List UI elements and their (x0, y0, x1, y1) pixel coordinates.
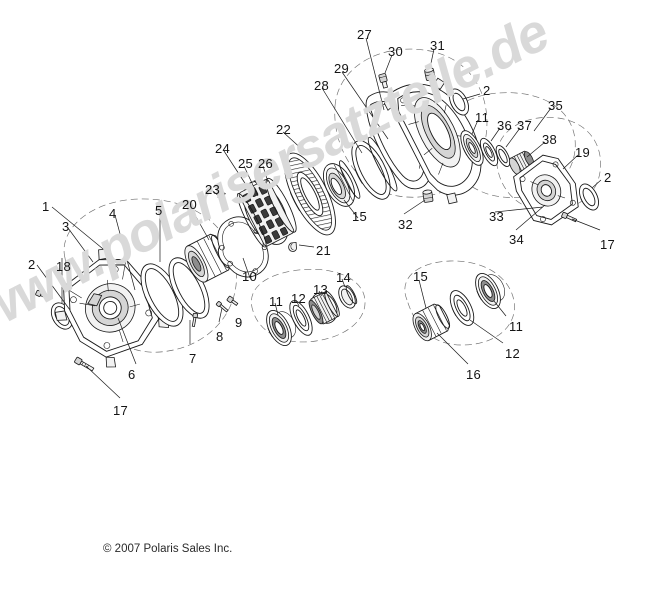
main-gearcase-housing (365, 67, 484, 205)
center-drive-parts (184, 136, 398, 283)
callout-1: 1 (42, 199, 50, 214)
callout-7: 7 (189, 351, 197, 366)
callout-27: 27 (357, 27, 373, 42)
callout-6: 6 (128, 367, 136, 382)
copyright-notice: © 2007 Polaris Sales Inc. (103, 543, 233, 555)
callout-20: 20 (182, 197, 198, 212)
callout-22: 22 (276, 122, 292, 137)
left-housing-cover (35, 248, 239, 372)
callout-8: 8 (216, 329, 224, 344)
callout-11b: 11 (509, 319, 524, 334)
callout-33: 33 (489, 209, 505, 224)
callout-37: 37 (517, 118, 533, 133)
callout-31: 31 (430, 38, 446, 53)
callout-4: 4 (109, 206, 117, 221)
callout-5: 5 (155, 203, 163, 218)
bearing-kit-b (412, 273, 505, 342)
leader-lines (36, 37, 602, 399)
callout-15a: 15 (413, 269, 429, 284)
callout-10: 10 (242, 269, 258, 284)
callout-18: 18 (56, 259, 72, 274)
callout-16: 16 (466, 367, 482, 382)
callout-14: 14 (336, 270, 352, 285)
callout-23: 23 (205, 182, 221, 197)
callout-3: 3 (62, 219, 70, 234)
callout-28: 28 (314, 78, 330, 93)
callout-13: 13 (313, 282, 329, 297)
callout-26: 26 (258, 156, 274, 171)
callout-11c: 11 (475, 110, 490, 125)
callout-36: 36 (497, 118, 513, 133)
right-output-stack (460, 130, 600, 226)
callout-12b: 12 (505, 346, 521, 361)
callout-17b: 17 (600, 237, 616, 252)
callout-15b: 15 (352, 209, 368, 224)
callout-17a: 17 (113, 403, 129, 418)
callout-19: 19 (575, 145, 591, 160)
callout-35: 35 (548, 98, 564, 113)
callout-24: 24 (215, 141, 231, 156)
callout-30: 30 (388, 44, 404, 59)
callout-32: 32 (398, 217, 414, 232)
callout-25: 25 (238, 156, 254, 171)
callout-21: 21 (316, 243, 332, 258)
callout-2a: 2 (28, 257, 36, 272)
callout-12a: 12 (291, 291, 307, 306)
bearing-kit-a (266, 285, 358, 346)
callout-2c: 2 (604, 170, 612, 185)
callout-2b: 2 (483, 83, 491, 98)
callout-9: 9 (235, 315, 243, 330)
callout-34: 34 (509, 232, 525, 247)
callout-38: 38 (542, 132, 558, 147)
callout-29: 29 (334, 61, 350, 76)
callout-11a: 11 (269, 294, 284, 309)
